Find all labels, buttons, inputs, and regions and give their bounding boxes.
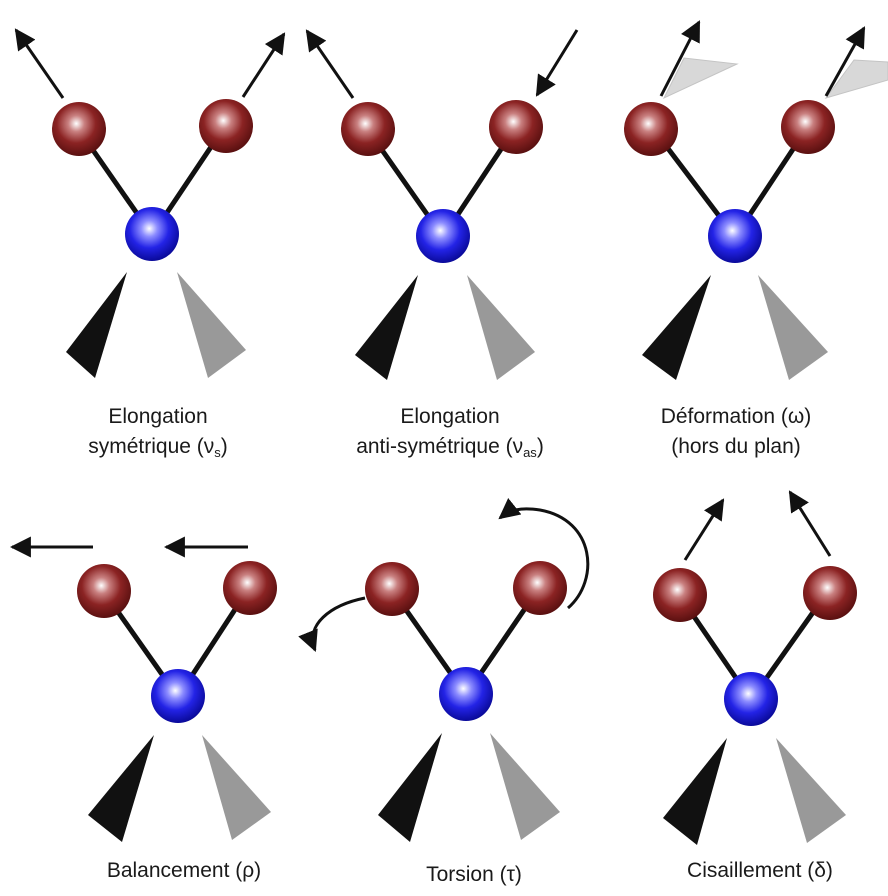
terminal-atom-right: [781, 100, 835, 154]
wedge-back: [202, 735, 271, 840]
terminal-atom-right: [223, 561, 277, 615]
central-atom: [151, 669, 205, 723]
wedge-front: [88, 735, 154, 842]
terminal-atom-left: [365, 562, 419, 616]
ghost-wedge-left: [662, 57, 739, 100]
arrow-up-right: [824, 26, 866, 97]
central-atom: [724, 672, 778, 726]
central-atom: [439, 667, 493, 721]
caption-symmetric-stretch: Elongation symétrique (νs): [8, 402, 308, 462]
curved-arrow-top: [498, 497, 590, 610]
terminal-atom-left: [653, 568, 707, 622]
terminal-atom-left: [624, 102, 678, 156]
panel-wagging: [624, 20, 888, 380]
terminal-atom-left: [52, 102, 106, 156]
terminal-atom-right: [513, 561, 567, 615]
terminal-atom-left: [341, 102, 395, 156]
terminal-atom-right: [199, 99, 253, 153]
ghost-wedge-right: [824, 59, 888, 99]
caption-line-1: Elongation: [108, 405, 208, 428]
caption-twisting: Torsion (τ): [324, 860, 624, 890]
caption-line-2: symétrique (νs): [88, 435, 228, 460]
arrow-up-left: [659, 20, 701, 97]
panel-scissoring: [653, 490, 857, 845]
wedge-back: [177, 272, 246, 378]
caption-rocking: Balancement (ρ): [34, 856, 334, 886]
wedge-front: [663, 738, 727, 845]
wedge-front: [66, 272, 127, 378]
central-atom: [708, 209, 762, 263]
wedge-front: [642, 275, 711, 380]
central-atom: [416, 209, 470, 263]
terminal-atom-left: [77, 564, 131, 618]
panel-rocking: [9, 536, 277, 842]
wedge-back: [776, 738, 846, 843]
wedge-back: [490, 733, 560, 840]
caption-line-1: Elongation: [400, 405, 500, 428]
caption-line-1: Balancement (ρ): [106, 859, 262, 882]
panel-symmetric-stretch: [14, 28, 286, 378]
caption-line-1: Déformation (ω): [660, 405, 812, 428]
arrow-down-left: [535, 29, 579, 97]
caption-line-2: anti-symétrique (νas): [356, 435, 544, 460]
curved-arrow-left: [298, 596, 366, 652]
caption-wagging: Déformation (ω) (hors du plan): [586, 402, 886, 462]
terminal-atom-right: [489, 100, 543, 154]
wedge-front: [355, 275, 418, 380]
arrow-up-right: [683, 498, 725, 561]
wedge-back: [467, 275, 535, 380]
arrow-up-right: [241, 32, 286, 98]
arrow-up-left: [788, 490, 832, 557]
wedge-back: [758, 275, 828, 380]
caption-line-1: Cisaillement (δ): [687, 859, 833, 882]
arrow-up-left: [14, 28, 65, 99]
terminal-atom-right: [803, 566, 857, 620]
caption-antisymmetric-stretch: Elongation anti-symétrique (νas): [300, 402, 600, 462]
caption-line-1: Torsion (τ): [426, 863, 522, 886]
central-atom: [125, 207, 179, 261]
panel-twisting: [298, 497, 590, 842]
arrow-up-left: [305, 29, 355, 99]
panel-antisymmetric-stretch: [305, 29, 579, 380]
caption-line-2: (hors du plan): [671, 435, 801, 458]
caption-scissoring: Cisaillement (δ): [610, 856, 888, 886]
wedge-front: [378, 733, 442, 842]
